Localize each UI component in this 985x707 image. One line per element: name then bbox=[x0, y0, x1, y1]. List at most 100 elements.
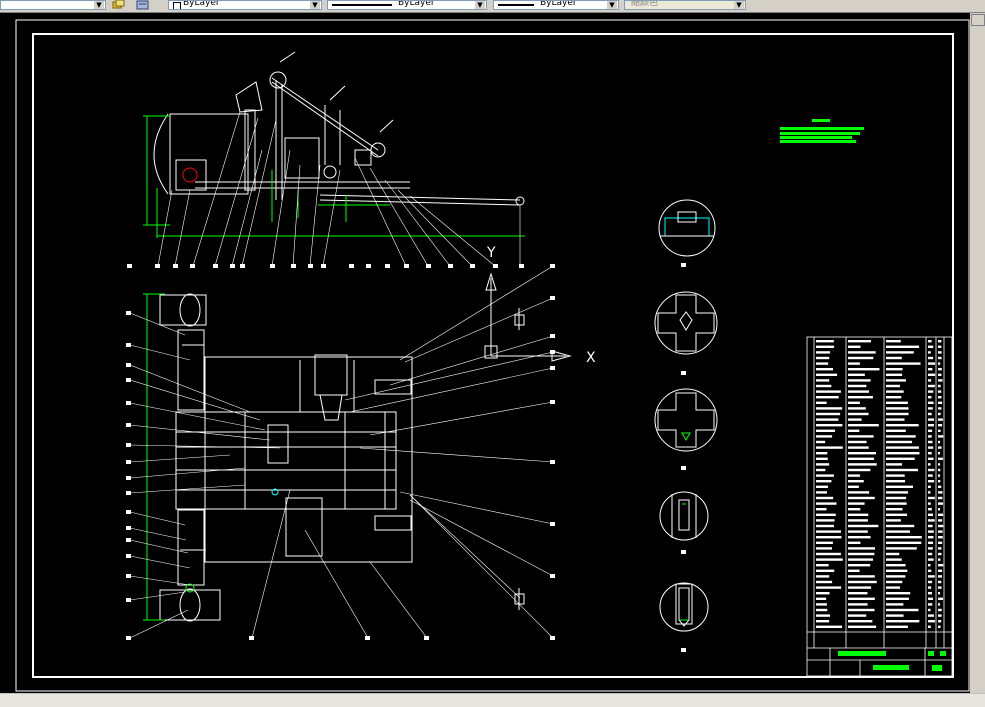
chevron-down-icon[interactable]: ▼ bbox=[475, 1, 485, 9]
parts-row-cell bbox=[886, 368, 903, 371]
parts-row-cell bbox=[928, 496, 935, 500]
layer-manager-icon[interactable] bbox=[112, 0, 126, 10]
parts-row-cell bbox=[848, 513, 869, 516]
chevron-down-icon[interactable]: ▼ bbox=[734, 1, 744, 9]
linetype-dropdown[interactable]: ByLayer ▼ bbox=[327, 0, 487, 10]
parts-row-cell bbox=[928, 608, 931, 612]
parts-row-cell bbox=[938, 379, 943, 382]
parts-row-cell bbox=[938, 614, 942, 617]
parts-row-cell bbox=[886, 474, 905, 477]
parts-row-cell bbox=[928, 597, 934, 600]
detail-view-a bbox=[658, 199, 716, 257]
parts-row-cell bbox=[886, 524, 915, 528]
parts-row-cell bbox=[816, 536, 842, 539]
parts-row-cell bbox=[886, 580, 903, 584]
parts-row-cell bbox=[938, 345, 942, 348]
parts-row-cell bbox=[816, 373, 838, 376]
parts-row-cell bbox=[816, 424, 843, 427]
parts-row-cell bbox=[848, 597, 875, 600]
parts-row-cell bbox=[848, 491, 870, 494]
detail-view-b bbox=[654, 291, 718, 355]
parts-row-cell bbox=[886, 508, 903, 511]
parts-row-cell bbox=[848, 620, 873, 623]
parts-row-cell bbox=[928, 625, 931, 628]
lineweight-dropdown[interactable]: ByLayer ▼ bbox=[493, 0, 619, 10]
parts-row-cell bbox=[816, 603, 827, 606]
lineweight-dropdown-value: ByLayer bbox=[540, 0, 577, 8]
parts-row-cell bbox=[886, 603, 904, 606]
parts-row-cell bbox=[886, 620, 920, 623]
side-elevation-view bbox=[153, 51, 525, 206]
parts-row-cell bbox=[938, 586, 942, 589]
parts-row-cell bbox=[848, 552, 875, 556]
parts-row-cell bbox=[938, 362, 941, 365]
parts-row-cell bbox=[816, 552, 841, 556]
parts-row-cell bbox=[938, 575, 942, 578]
plotstyle-dropdown[interactable]: 随颜色 ▼ bbox=[624, 0, 746, 10]
chevron-down-icon[interactable]: ▼ bbox=[94, 1, 104, 9]
parts-row-cell bbox=[928, 340, 932, 343]
properties-toolbar: ▼ ByLayer ▼ ByLayer ▼ ByLayer ▼ 随颜色 ▼ bbox=[0, 0, 985, 13]
horizontal-scrollbar[interactable] bbox=[0, 693, 985, 707]
parts-row-cell bbox=[928, 429, 933, 432]
drawing-canvas[interactable]: Y X bbox=[0, 13, 970, 693]
parts-row-cell bbox=[848, 345, 861, 348]
parts-row-cell bbox=[816, 418, 839, 421]
parts-row-cell bbox=[848, 340, 871, 343]
parts-row-cell bbox=[886, 340, 901, 343]
parts-row-cell bbox=[816, 541, 833, 544]
scrollbar-thumb[interactable] bbox=[971, 14, 985, 26]
parts-row-cell bbox=[816, 592, 830, 595]
parts-row-cell bbox=[928, 575, 935, 578]
parts-row-cell bbox=[928, 474, 933, 477]
parts-row-cell bbox=[886, 351, 914, 354]
parts-row-cell bbox=[928, 362, 936, 365]
chevron-down-icon[interactable]: ▼ bbox=[607, 1, 617, 9]
parts-row-cell bbox=[816, 396, 839, 399]
parts-row-cell bbox=[816, 345, 835, 348]
part-balloons-top bbox=[127, 264, 555, 268]
parts-row-cell bbox=[938, 502, 943, 505]
parts-row-cell bbox=[886, 592, 911, 595]
layer-dropdown-tail[interactable]: ▼ bbox=[0, 0, 106, 10]
parts-row-cell bbox=[816, 625, 843, 628]
parts-row-cell bbox=[938, 401, 943, 404]
parts-row-cell bbox=[848, 474, 860, 477]
parts-row-cell bbox=[938, 569, 943, 572]
parts-row-cell bbox=[886, 407, 909, 410]
parts-row-cell bbox=[886, 536, 922, 539]
parts-row-cell bbox=[928, 435, 932, 438]
chevron-down-icon[interactable]: ▼ bbox=[310, 1, 320, 9]
linetype-dropdown-value: ByLayer bbox=[398, 0, 435, 8]
parts-row-cell bbox=[928, 491, 931, 494]
color-dropdown[interactable]: ByLayer ▼ bbox=[168, 0, 322, 10]
parts-row-cell bbox=[938, 552, 942, 556]
parts-row-cell bbox=[816, 390, 841, 393]
parts-row-cell bbox=[848, 530, 868, 533]
drawing-inner-frame bbox=[32, 33, 954, 678]
parts-row-cell bbox=[848, 368, 880, 371]
parts-row-cell bbox=[816, 496, 834, 500]
parts-row-cell bbox=[848, 452, 876, 455]
parts-row-cell bbox=[938, 530, 943, 533]
parts-row-cell bbox=[886, 485, 913, 488]
parts-row-cell bbox=[938, 424, 943, 427]
parts-row-cell bbox=[928, 524, 933, 528]
vertical-scrollbar[interactable] bbox=[970, 13, 985, 693]
layer-previous-icon[interactable] bbox=[136, 0, 150, 10]
parts-row-cell bbox=[886, 379, 906, 382]
parts-row-cell bbox=[886, 519, 901, 522]
parts-row-cell bbox=[816, 569, 835, 572]
parts-row-cell bbox=[848, 379, 871, 382]
ucs-axis-icon bbox=[484, 272, 572, 362]
parts-row-cell bbox=[938, 351, 942, 354]
plan-view bbox=[159, 293, 413, 622]
cad-drawing[interactable]: Y X bbox=[0, 13, 970, 693]
plan-side-fittings bbox=[514, 308, 525, 610]
parts-row-cell bbox=[886, 396, 902, 399]
parts-row-cell bbox=[886, 491, 908, 494]
parts-row-cell bbox=[816, 362, 829, 365]
parts-row-cell bbox=[816, 452, 828, 455]
part-balloons-plan bbox=[126, 296, 555, 640]
parts-row-cell bbox=[816, 457, 828, 460]
